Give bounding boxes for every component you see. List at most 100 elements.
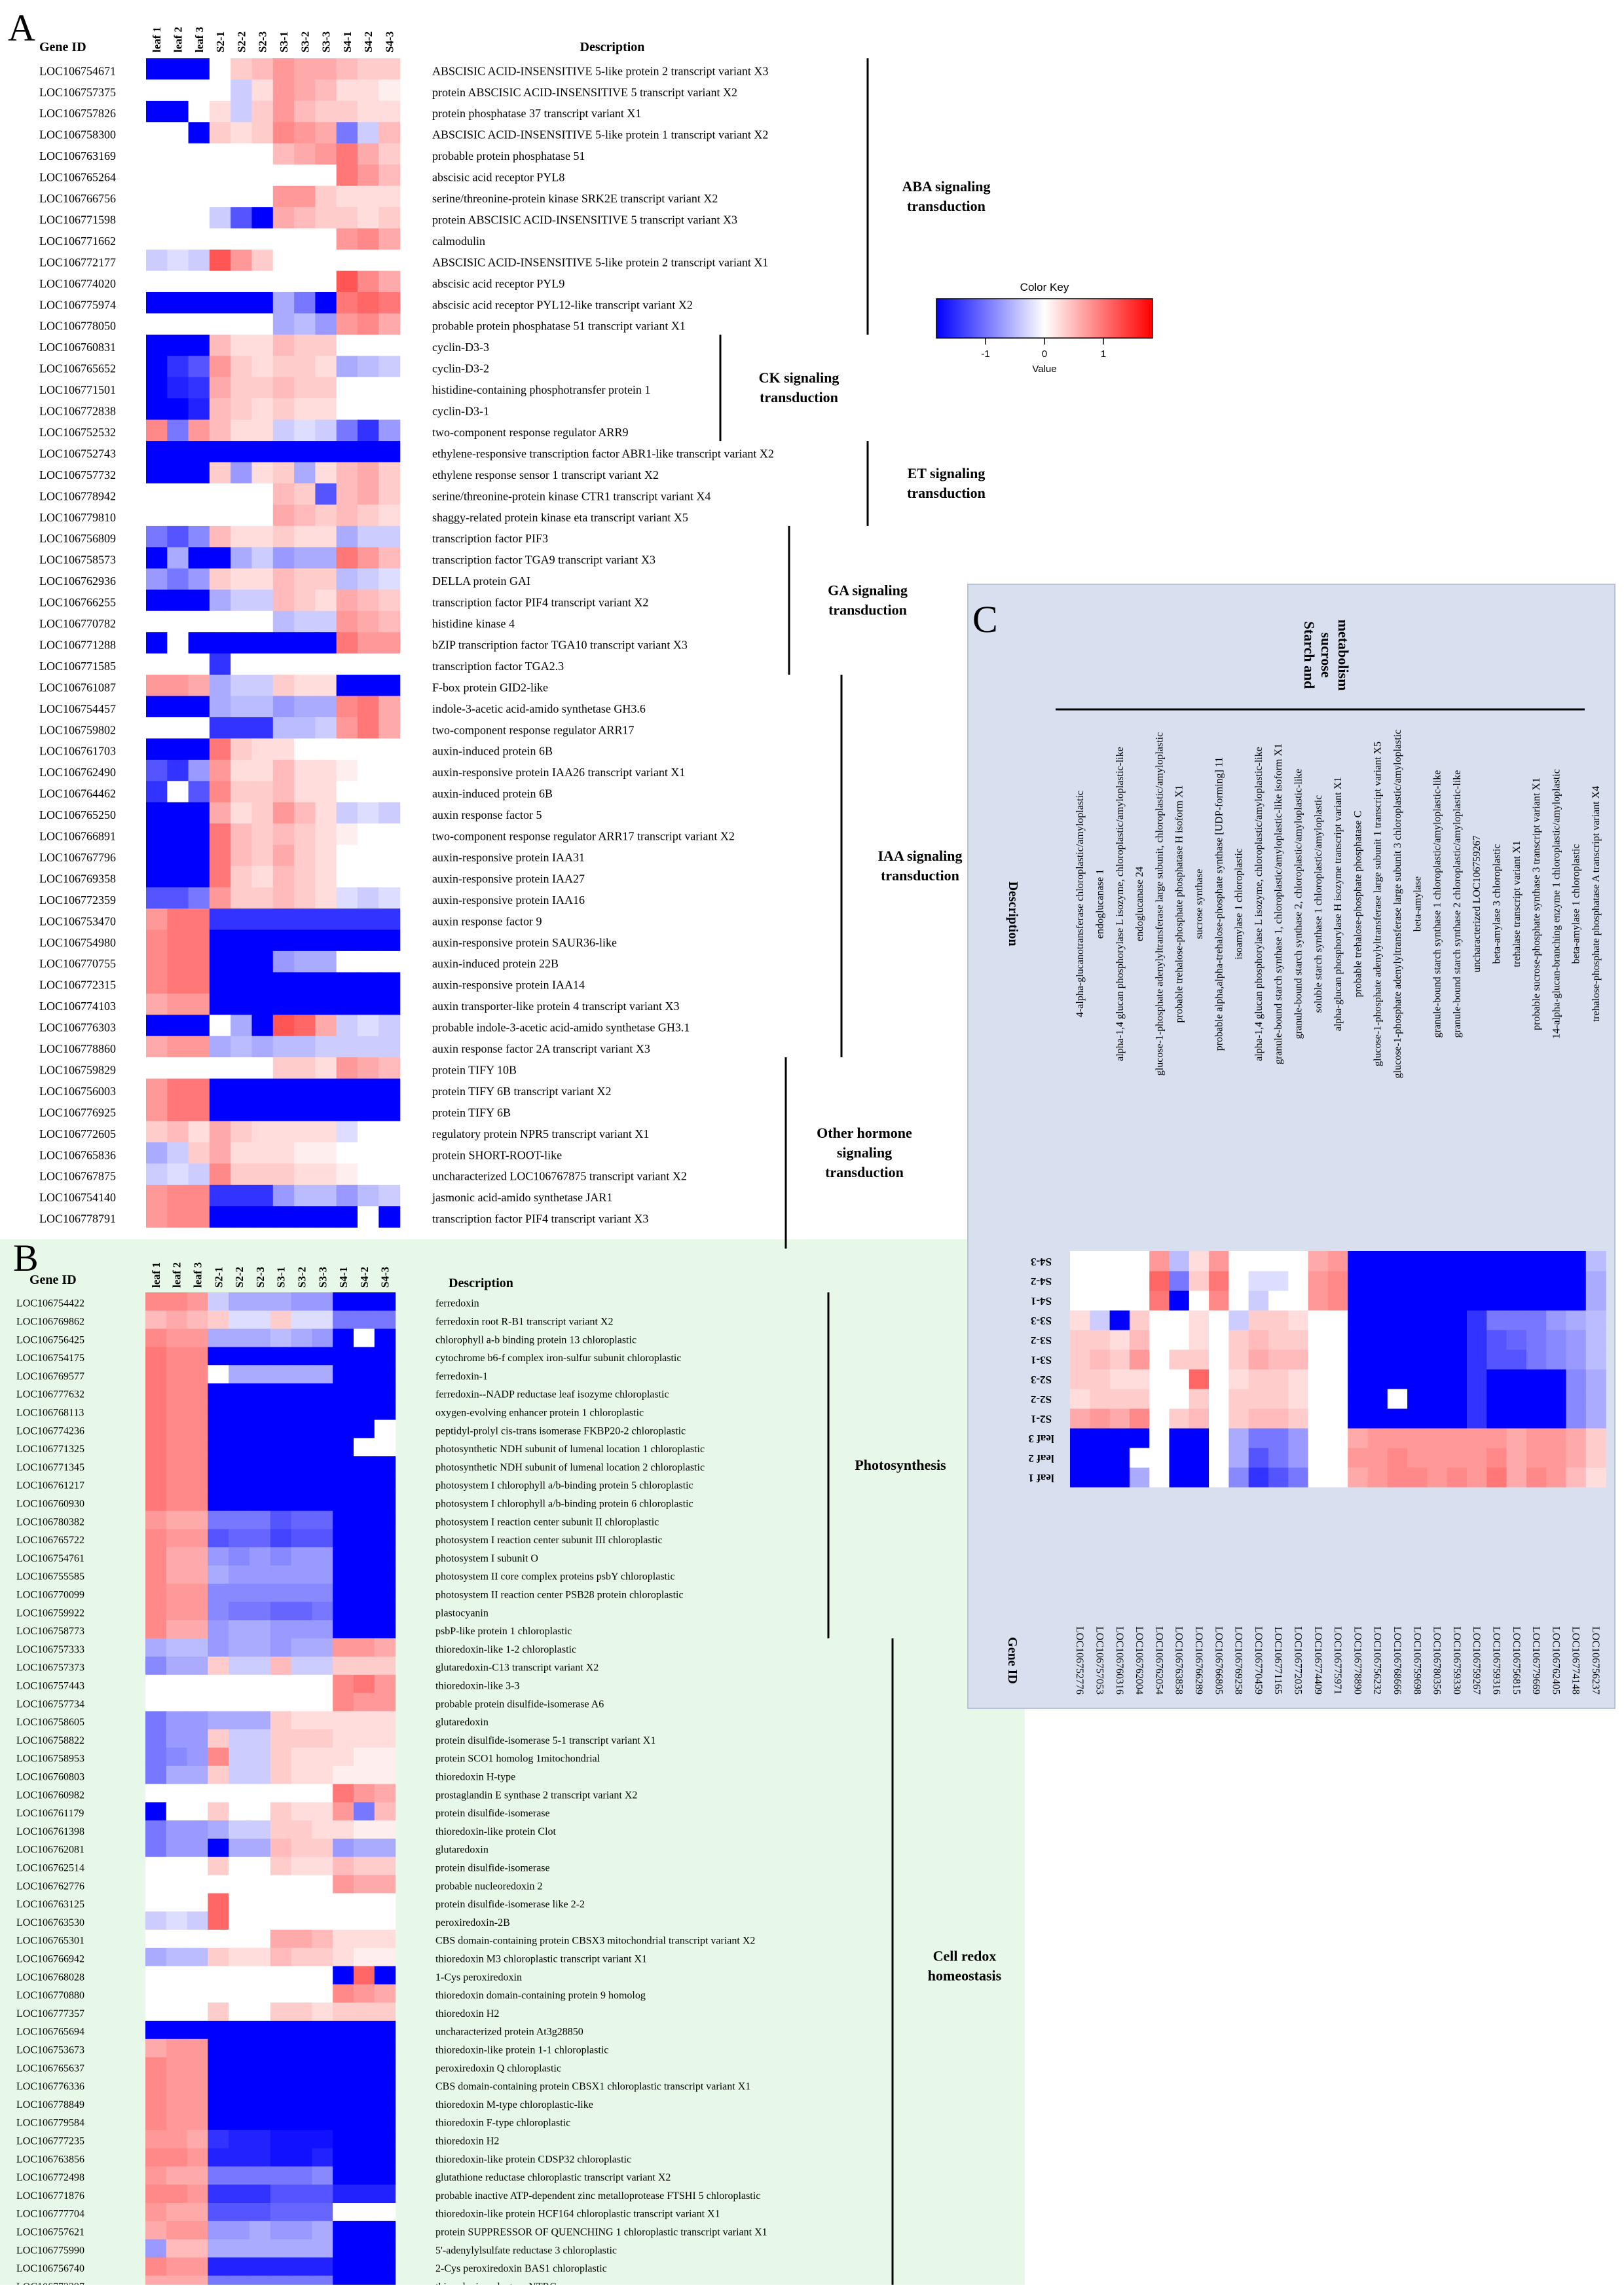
heatmap-cell [231, 738, 253, 760]
heatmap-cell [229, 2112, 250, 2131]
heatmap-cell [291, 2021, 312, 2040]
group-label-ga-signaling: GA signaling [828, 582, 908, 598]
gene-id: LOC106757826 [39, 107, 116, 120]
heatmap-cell [146, 590, 168, 612]
heatmap-cell [187, 1820, 208, 1839]
heatmap-cell [145, 1365, 167, 1384]
col-label-leaf-1: leaf 1 [150, 1262, 162, 1288]
gene-id: LOC106775974 [39, 298, 116, 311]
heatmap-cell [333, 2129, 354, 2149]
heatmap-cell [1506, 1349, 1527, 1370]
heatmap-cell [1090, 1428, 1111, 1448]
heatmap-cell [208, 1784, 229, 1803]
heatmap-cell [229, 2002, 250, 2021]
heatmap-cell [336, 1036, 358, 1058]
heatmap-cell [315, 1100, 337, 1122]
heatmap-cell [1506, 1428, 1527, 1448]
heatmap-cell [1566, 1467, 1587, 1488]
heatmap-cell [249, 1474, 271, 1493]
gene-id: LOC106762514 [16, 1862, 84, 1873]
panel-c-description-header: Description [1006, 882, 1020, 947]
gene-id: LOC106774148 [1570, 1626, 1581, 1695]
heatmap-cell [188, 909, 210, 931]
heatmap-cell [1268, 1349, 1289, 1370]
heatmap-cell [229, 2166, 250, 2185]
heatmap-cell [312, 1856, 333, 1876]
gene-id: LOC106759316 [1490, 1626, 1502, 1695]
heatmap-cell [145, 2239, 167, 2258]
heatmap-cell [188, 696, 210, 718]
heatmap-cell [1228, 1290, 1249, 1311]
heatmap-cell [251, 738, 274, 760]
heatmap-cell [333, 1729, 354, 1748]
heatmap-cell [1070, 1369, 1090, 1389]
heatmap-cell [358, 291, 379, 314]
heatmap-cell [312, 1347, 333, 1366]
heatmap-cell [354, 1765, 375, 1785]
heatmap-cell [187, 1438, 208, 1457]
heatmap-cell [272, 887, 295, 909]
gene-id: LOC106760803 [16, 1771, 84, 1782]
gene-id: LOC106763856 [16, 2154, 84, 2165]
heatmap-cell [333, 1784, 354, 1803]
heatmap-cell [231, 185, 253, 208]
heatmap-cell [209, 738, 231, 760]
heatmap-cell [315, 462, 337, 484]
heatmap-cell [1189, 1369, 1209, 1389]
heatmap-cell [294, 632, 316, 654]
heatmap-cell [358, 504, 379, 527]
heatmap-cell [188, 547, 210, 569]
heatmap-cell [1268, 1448, 1289, 1468]
gene-id: LOC106757734 [16, 1698, 84, 1710]
gene-id: LOC106757732 [39, 468, 116, 481]
gene-description: auxin-responsive protein SAUR36-like [432, 936, 617, 949]
heatmap-cell [229, 1674, 250, 1694]
heatmap-cell [208, 1310, 229, 1330]
heatmap-cell [312, 1510, 333, 1529]
heatmap-cell [315, 207, 337, 229]
heatmap-cell [333, 1947, 354, 1967]
heatmap-cell [249, 1966, 271, 1985]
heatmap-cell [249, 1674, 271, 1694]
heatmap-cell [187, 2166, 208, 2185]
heatmap-cell [188, 291, 210, 314]
heatmap-cell [166, 1328, 188, 1347]
heatmap-cell [1070, 1310, 1090, 1330]
heatmap-cell [1189, 1290, 1209, 1311]
gene-description: trehalase transcript variant X1 [1511, 840, 1522, 967]
heatmap-cell [229, 1856, 250, 1876]
heatmap-cell [229, 1711, 250, 1730]
heatmap-cell [167, 823, 189, 846]
heatmap-cell [251, 58, 274, 81]
gene-id: LOC106770459 [1253, 1626, 1264, 1695]
gene-description: thioredoxin H2 [435, 2008, 499, 2019]
heatmap-cell [188, 483, 210, 506]
gene-description: 2-Cys peroxiredoxin BAS1 chloroplastic [435, 2263, 607, 2274]
heatmap-cell [378, 759, 401, 781]
heatmap-cell [229, 1529, 250, 1548]
heatmap-cell [1070, 1467, 1090, 1488]
gene-id: LOC106759330 [1451, 1626, 1462, 1695]
heatmap-cell [374, 1602, 396, 1621]
heatmap-cell [146, 610, 168, 633]
group-label-aba-signaling: transduction [907, 198, 986, 214]
col-label-s4-1: S4-1 [341, 31, 354, 52]
heatmap-cell [358, 887, 379, 909]
heatmap-cell [378, 100, 401, 122]
heatmap-cell [1526, 1467, 1547, 1488]
heatmap-cell [291, 1693, 312, 1712]
heatmap-cell [336, 1163, 358, 1186]
heatmap-cell [229, 1693, 250, 1712]
heatmap-cell [167, 802, 189, 824]
heatmap-cell [358, 717, 379, 739]
heatmap-cell [333, 1984, 354, 2003]
heatmap-cell [209, 950, 231, 973]
gene-id: LOC106754761 [16, 1553, 84, 1564]
heatmap-cell [333, 1401, 354, 1421]
